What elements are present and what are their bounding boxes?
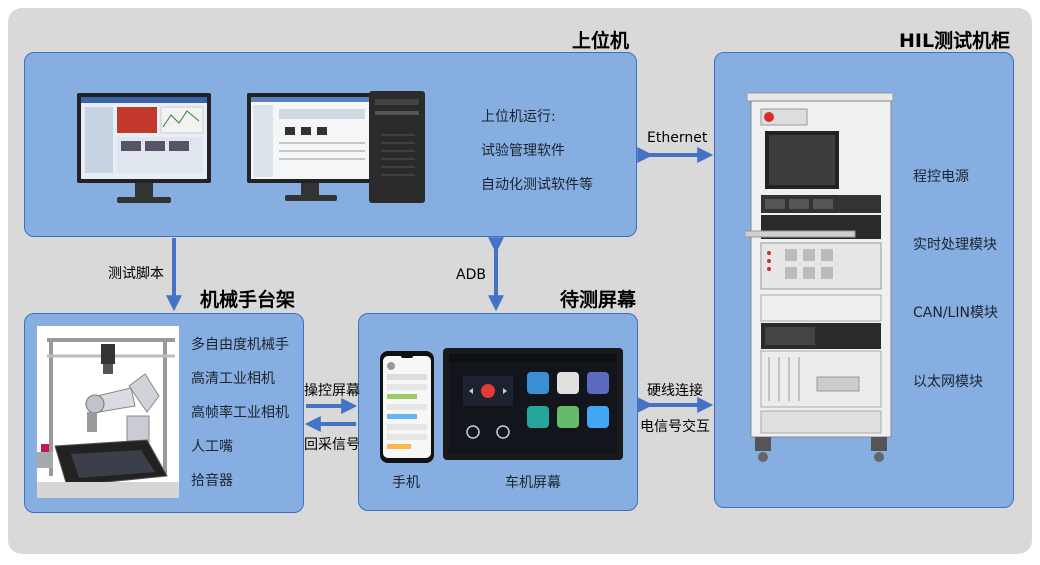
control-screen-label: 操控屏幕 xyxy=(304,383,360,399)
robot-item-2: 高清工业相机 xyxy=(191,371,275,387)
robot-item-4: 人工嘴 xyxy=(191,439,233,455)
ethernet-label: Ethernet xyxy=(647,130,708,146)
robot-arm-illustration xyxy=(37,326,179,498)
upper-computer-box: 上位机运行: 试验管理软件 自动化测试软件等 xyxy=(24,52,637,237)
cabinet-illustration xyxy=(745,92,894,462)
workstation-illustration xyxy=(247,91,425,203)
hil-item-3: CAN/LIN模块 xyxy=(913,305,998,321)
robot-item-3: 高帧率工业相机 xyxy=(191,405,289,421)
upper-computer-text-2: 试验管理软件 xyxy=(481,143,565,159)
car-screen-label: 车机屏幕 xyxy=(505,475,561,491)
hil-cabinet-box: 程控电源 实时处理模块 CAN/LIN模块 以太网模块 xyxy=(714,52,1014,508)
hil-cabinet-title: HIL测试机柜 xyxy=(899,30,1011,52)
phone-illustration xyxy=(380,351,434,463)
signal-interaction-label: 电信号交互 xyxy=(640,419,710,435)
screen-under-test-title: 待测屏幕 xyxy=(560,289,637,311)
test-script-label: 测试脚本 xyxy=(108,266,164,282)
upper-computer-text-3: 自动化测试软件等 xyxy=(481,177,593,193)
hardwire-label: 硬线连接 xyxy=(647,383,703,399)
robot-stand-box: 多自由度机械手 高清工业相机 高帧率工业相机 人工嘴 拾音器 xyxy=(24,313,304,513)
hil-item-4: 以太网模块 xyxy=(913,374,983,390)
phone-label: 手机 xyxy=(392,475,420,491)
hil-item-1: 程控电源 xyxy=(913,169,969,185)
screen-under-test-box: 手机 车机屏幕 xyxy=(358,313,638,511)
robot-item-1: 多自由度机械手 xyxy=(191,337,289,353)
robot-stand-title: 机械手台架 xyxy=(200,289,296,311)
feedback-signal-label: 回采信号 xyxy=(304,437,360,453)
car-screen-illustration xyxy=(443,348,623,460)
robot-item-5: 拾音器 xyxy=(191,473,233,489)
adb-label: ADB xyxy=(456,267,486,283)
monitor-illustration xyxy=(77,93,211,203)
upper-computer-title: 上位机 xyxy=(572,30,630,52)
upper-computer-text-1: 上位机运行: xyxy=(481,109,556,125)
hil-item-2: 实时处理模块 xyxy=(913,237,997,253)
